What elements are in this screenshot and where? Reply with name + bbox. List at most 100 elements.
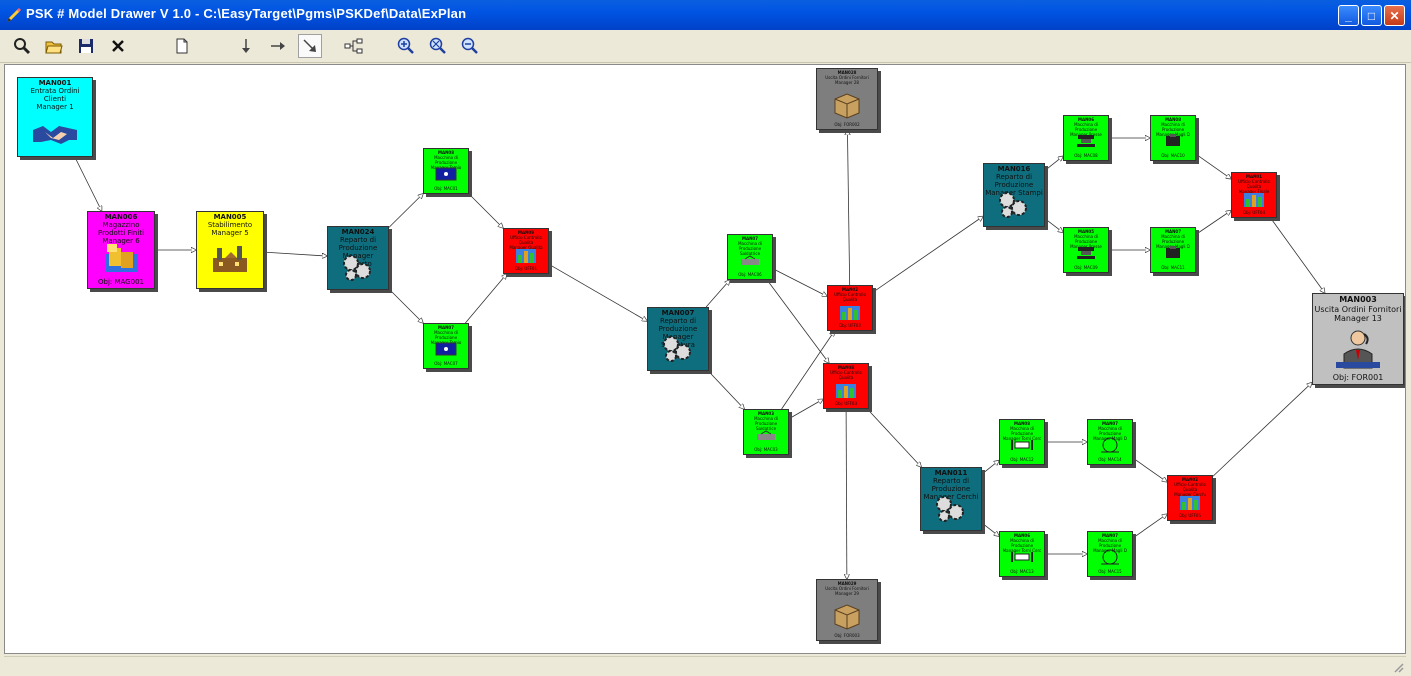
welding-machine-icon bbox=[741, 255, 759, 265]
node-man006[interactable]: MAN006 Magazzino Prodotti Finiti Manager… bbox=[87, 211, 155, 289]
arrow-down-button[interactable] bbox=[234, 34, 258, 58]
node-label: Reparto di Produzione Manager Cerchi bbox=[923, 477, 979, 501]
delete-button[interactable] bbox=[106, 34, 130, 58]
node-id: MAN07 bbox=[742, 236, 758, 241]
node-uscita-28[interactable]: MAN028 Uscita Ordini Fornitori Manager 2… bbox=[816, 68, 878, 130]
node-qualita-5[interactable]: MAN02 Ufficio Controllo Qualità Manager … bbox=[1167, 475, 1213, 521]
arrow-right-button[interactable] bbox=[266, 34, 290, 58]
node-macchina-2[interactable]: MAN07 Macchina di Produzione Manager Tor… bbox=[423, 323, 469, 369]
node-man001[interactable]: MAN001 Entrata Ordini Clienti Manager 1 bbox=[17, 77, 93, 157]
minimize-button[interactable]: _ bbox=[1338, 5, 1359, 26]
window-title: PSK # Model Drawer V 1.0 - C:\EasyTarget… bbox=[26, 6, 467, 21]
zoom-in-button[interactable] bbox=[394, 34, 418, 58]
node-macchina-3[interactable]: MAN07 Macchina di Produzione Saldatrice … bbox=[727, 234, 773, 280]
bar-chart-icon bbox=[840, 306, 860, 320]
node-reparto-2[interactable]: MAN007 Reparto di Produzione Manager Sal… bbox=[647, 307, 709, 371]
node-id: MAN08 bbox=[1014, 421, 1030, 426]
manager-on-phone-icon bbox=[1336, 330, 1380, 369]
node-obj: Obj: MAC07 bbox=[434, 361, 458, 366]
node-macchina-1[interactable]: MAN08 Macchina di Produzione Manager Tor… bbox=[423, 148, 469, 194]
node-qualita-3[interactable]: MAN08 Ufficio Controllo Qualità Obj: UFF… bbox=[823, 363, 869, 409]
node-obj: Obj: MAC08 bbox=[1074, 153, 1098, 158]
node-label: Macchina di Produzione Manager Magli D bbox=[1093, 538, 1127, 553]
gears-icon bbox=[936, 496, 964, 522]
bar-chart-icon bbox=[1180, 496, 1200, 510]
node-id: MAN03 bbox=[758, 411, 774, 416]
node-macchina-6[interactable]: MAN05 Macchina di Produzione Manager Pre… bbox=[1063, 227, 1109, 273]
zoom-out-icon bbox=[461, 37, 478, 54]
node-label: Macchina di Produzione Manager Presse bbox=[1070, 234, 1102, 249]
zoom-out-button[interactable] bbox=[458, 34, 482, 58]
node-obj: Obj: MAC13 bbox=[1010, 569, 1034, 574]
warehouse-boxes-icon bbox=[105, 244, 137, 272]
node-label: Entrata Ordini Clienti Manager 1 bbox=[30, 87, 80, 111]
edge-man005-rep1 bbox=[263, 251, 327, 256]
arrow-diagonal-button[interactable] bbox=[298, 34, 322, 58]
new-button[interactable] bbox=[170, 34, 194, 58]
layout-button[interactable] bbox=[342, 34, 366, 58]
bar-chart-icon bbox=[1244, 193, 1264, 207]
node-uscita-29[interactable]: MAN029 Uscita Ordini Fornitori Manager 2… bbox=[816, 579, 878, 641]
title-bar: PSK # Model Drawer V 1.0 - C:\EasyTarget… bbox=[0, 0, 1411, 30]
node-obj: Obj: MAC09 bbox=[1074, 265, 1098, 270]
node-id: MAN06 bbox=[1014, 533, 1030, 538]
edge-red3-rep4 bbox=[867, 408, 921, 467]
close-button[interactable]: ✕ bbox=[1384, 5, 1405, 26]
node-obj: Obj: UFF02 bbox=[838, 323, 862, 328]
node-obj: Obj: UFF05 bbox=[1178, 513, 1202, 518]
edge-wk12-red5 bbox=[1132, 514, 1167, 539]
edge-rep3-wk6 bbox=[1044, 218, 1063, 233]
diagram-canvas[interactable]: MAN001 Entrata Ordini Clienti Manager 1 … bbox=[4, 64, 1406, 654]
open-button[interactable] bbox=[42, 34, 66, 58]
x-mark-icon bbox=[112, 40, 124, 52]
edge-red5-man003 bbox=[1212, 383, 1312, 477]
node-qualita-4[interactable]: MAN01 Ufficio Controllo Qualità Manager … bbox=[1231, 172, 1277, 218]
zoom-in-icon bbox=[397, 37, 414, 54]
edge-rep4-wk10 bbox=[981, 522, 999, 536]
node-man005[interactable]: MAN005 Stabilimento Manager 5 bbox=[196, 211, 264, 289]
save-button[interactable] bbox=[74, 34, 98, 58]
edge-man001-man006 bbox=[74, 156, 102, 211]
maximize-button[interactable]: □ bbox=[1361, 5, 1382, 26]
node-reparto-1[interactable]: MAN024 Reparto di Produzione Manager Rep… bbox=[327, 226, 389, 290]
node-id: MAN08 bbox=[1165, 117, 1181, 122]
node-macchina-8[interactable]: MAN07 Macchina di Produzione Manager Mag… bbox=[1150, 227, 1196, 273]
resize-grip-icon[interactable] bbox=[1392, 661, 1404, 673]
node-reparto-3[interactable]: MAN016 Reparto di Produzione Manager Sta… bbox=[983, 163, 1045, 227]
node-id: MAN011 bbox=[934, 469, 968, 477]
node-qualita-1[interactable]: MAN09 Ufficio Controllo Qualità Manager … bbox=[503, 228, 549, 274]
edge-rep2-wk4 bbox=[707, 370, 744, 409]
node-label: Ufficio Controllo Qualità Manager Qualit… bbox=[509, 235, 543, 250]
node-reparto-4[interactable]: MAN011 Reparto di Produzione Manager Cer… bbox=[920, 467, 982, 531]
node-obj: Obj: UFF01 bbox=[514, 266, 538, 271]
bar-chart-icon bbox=[836, 384, 856, 398]
edge-red4-man003 bbox=[1270, 217, 1325, 293]
edge-wk8-red4 bbox=[1195, 211, 1231, 235]
node-qualita-2[interactable]: MAN02 Ufficio Controllo Qualità Obj: UFF… bbox=[827, 285, 873, 331]
find-button[interactable] bbox=[10, 34, 34, 58]
node-macchina-9[interactable]: MAN08 Macchina di Produzione Manager Tor… bbox=[999, 419, 1045, 465]
node-id: MAN06 bbox=[1078, 117, 1094, 122]
lathe-icon bbox=[1011, 440, 1033, 450]
zoom-fit-button[interactable] bbox=[426, 34, 450, 58]
node-id: MAN001 bbox=[38, 79, 72, 87]
magnifier-icon bbox=[14, 38, 31, 55]
edge-wk4-red2 bbox=[781, 331, 835, 410]
node-label: Magazzino Prodotti Finiti Manager 6 bbox=[97, 221, 145, 245]
mold-machine-icon bbox=[1166, 246, 1180, 258]
mold-machine-icon bbox=[1166, 134, 1180, 146]
node-id: MAN028 bbox=[837, 70, 857, 75]
status-bar bbox=[4, 656, 1406, 675]
node-macchina-5[interactable]: MAN06 Macchina di Produzione Manager Pre… bbox=[1063, 115, 1109, 161]
node-macchina-10[interactable]: MAN06 Macchina di Produzione Manager Tor… bbox=[999, 531, 1045, 577]
node-macchina-4[interactable]: MAN03 Macchina di Produzione Saldatrice … bbox=[743, 409, 789, 455]
node-man003[interactable]: MAN003 Uscita Ordini Fornitori Manager 1… bbox=[1312, 293, 1404, 385]
node-macchina-12[interactable]: MAN07 Macchina di Produzione Manager Mag… bbox=[1087, 531, 1133, 577]
blank-page-icon bbox=[176, 38, 188, 54]
node-id: MAN02 bbox=[842, 287, 858, 292]
node-macchina-7[interactable]: MAN08 Macchina di Produzione Manager Mag… bbox=[1150, 115, 1196, 161]
edge-rep4-wk9 bbox=[981, 460, 999, 475]
lathe-icon bbox=[1011, 552, 1033, 562]
node-macchina-11[interactable]: MAN07 Macchina di Produzione Manager Mag… bbox=[1087, 419, 1133, 465]
node-id: MAN07 bbox=[1102, 421, 1118, 426]
